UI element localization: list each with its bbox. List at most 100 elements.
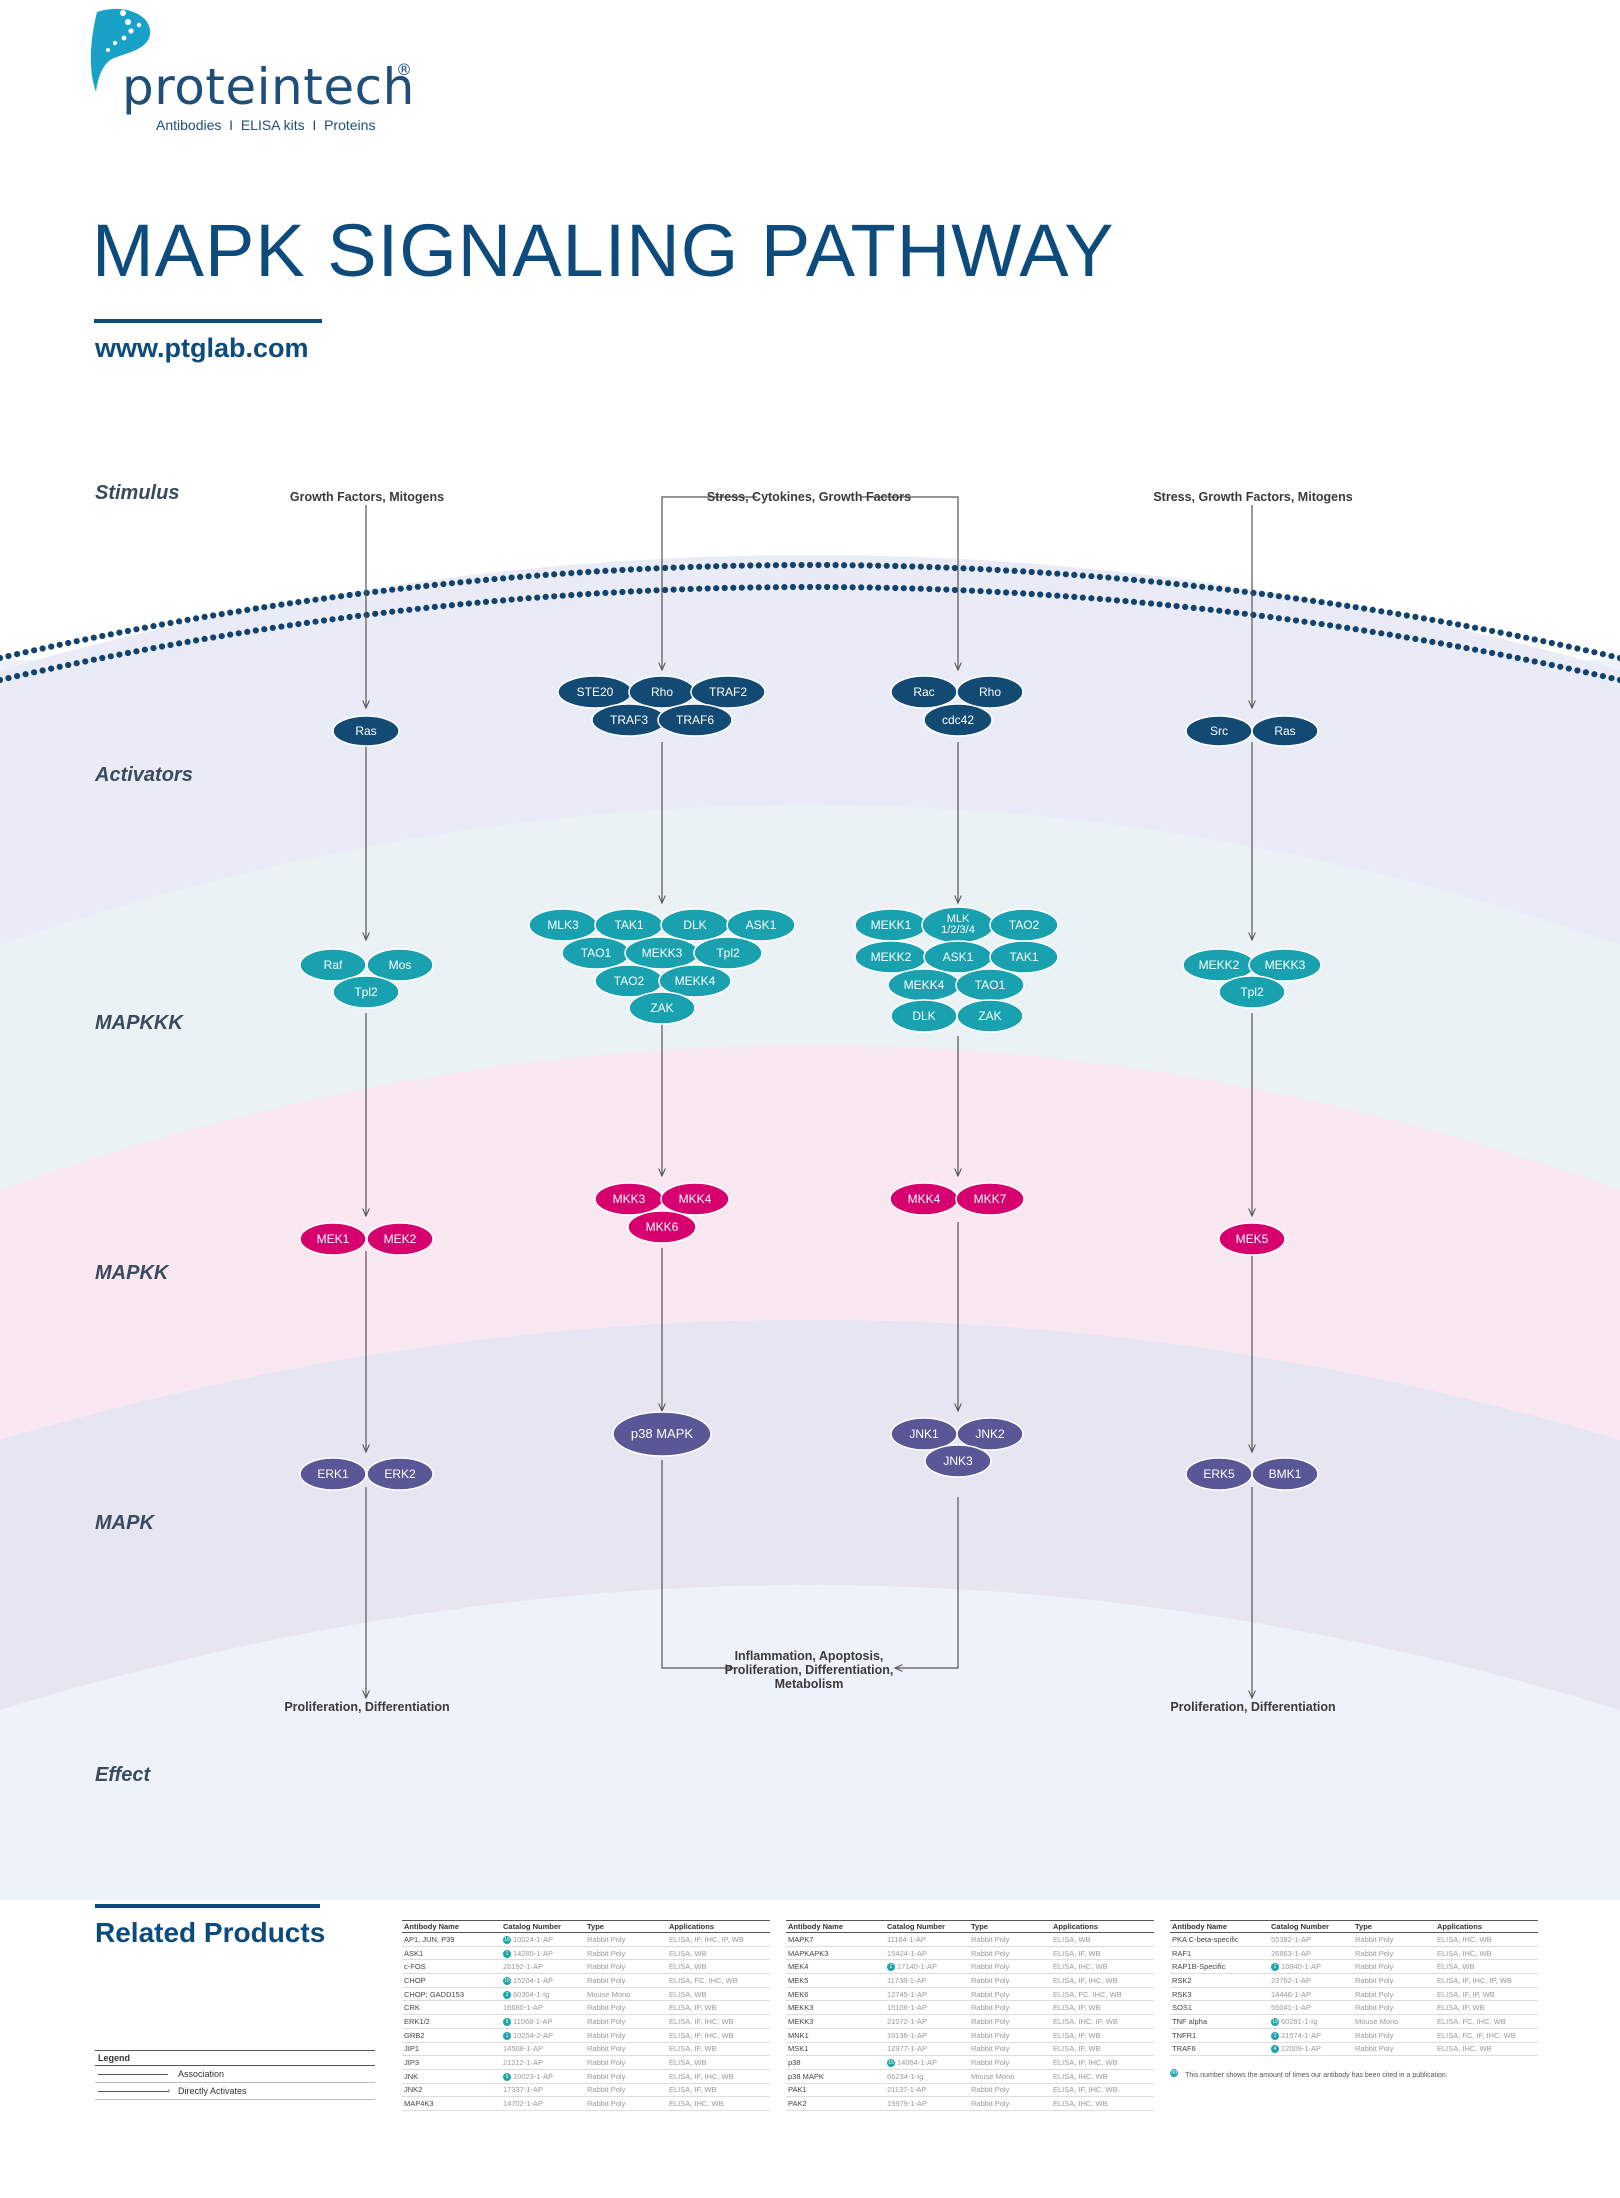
- node-mkk7-shape[interactable]: [955, 1182, 1025, 1216]
- catalog-number[interactable]: 60291-1-Ig: [1281, 2016, 1318, 2026]
- catalog-number[interactable]: 10254-2-AP: [513, 2030, 554, 2040]
- catalog-number[interactable]: 10023-1-AP: [513, 2071, 554, 2081]
- node-zaka-shape[interactable]: [628, 991, 696, 1025]
- node-ask1a-shape[interactable]: [726, 908, 796, 942]
- catalog-number[interactable]: 11164-1-AP: [887, 1934, 926, 1944]
- node-tpl2b-shape[interactable]: [693, 936, 763, 970]
- catalog-number[interactable]: 21137-1-AP: [887, 2085, 927, 2095]
- catalog-number[interactable]: 17140-1-AP: [897, 1962, 938, 1972]
- catalog-number[interactable]: 15424-1-AP: [887, 1948, 928, 1958]
- catalog-number[interactable]: 19979-1-AP: [887, 2099, 928, 2109]
- node-jnk2-shape[interactable]: [956, 1417, 1024, 1451]
- node-mek5-shape[interactable]: [1218, 1222, 1286, 1256]
- node-zakb-shape[interactable]: [956, 999, 1024, 1033]
- catalog-number[interactable]: 10024-1-AP: [513, 1934, 554, 1944]
- node-mekk3b-shape[interactable]: [1248, 948, 1322, 982]
- node-tpl2c-shape[interactable]: [1218, 975, 1286, 1009]
- node-mek2-shape[interactable]: [366, 1222, 434, 1256]
- catalog-number[interactable]: 14285-1-AP: [513, 1948, 554, 1958]
- catalog-number[interactable]: 21212-1-AP: [503, 2058, 544, 2068]
- catalog-number[interactable]: 11068-1-AP: [513, 2016, 553, 2026]
- catalog-number[interactable]: 26863-1-AP: [1271, 1948, 1312, 1958]
- catalog-number[interactable]: 26192-1-AP: [503, 1962, 544, 1972]
- node-raf-shape[interactable]: [299, 948, 367, 982]
- node-traf6-shape[interactable]: [657, 703, 733, 737]
- catalog-number[interactable]: 12009-1-AP: [1281, 2044, 1322, 2054]
- catalog-number[interactable]: 14702-1-AP: [503, 2099, 544, 2109]
- catalog-number[interactable]: 14508-1-AP: [503, 2044, 544, 2054]
- catalog-number[interactable]: 16680-1-AP: [503, 2003, 544, 2013]
- catalog-number[interactable]: 21072-1-AP: [887, 2016, 928, 2026]
- node-bmk1-shape[interactable]: [1251, 1457, 1319, 1491]
- catalog-number[interactable]: 55041-1-AP: [1271, 2003, 1312, 2013]
- node-cdc42-shape[interactable]: [923, 703, 993, 737]
- node-jnk3-shape[interactable]: [924, 1444, 992, 1478]
- website-link[interactable]: www.ptglab.com: [95, 333, 309, 363]
- node-ras2-shape[interactable]: [1251, 715, 1319, 747]
- node-tak1b-shape[interactable]: [989, 940, 1059, 974]
- node-rho2-shape[interactable]: [956, 675, 1024, 709]
- catalog-number[interactable]: 55382-1-AP: [1271, 1934, 1312, 1944]
- catalog-number[interactable]: 15204-1-AP: [513, 1975, 554, 1985]
- catalog-number[interactable]: 21574-1-AP: [1281, 2030, 1322, 2040]
- catalog-number[interactable]: 10136-1-AP: [887, 2030, 928, 2040]
- node-mekk4a-shape[interactable]: [658, 964, 732, 998]
- node-traf2-shape[interactable]: [690, 675, 766, 709]
- catalog-number[interactable]: 66234-1-Ig: [887, 2071, 924, 2081]
- catalog-number[interactable]: 12977-1-AP: [887, 2044, 928, 2054]
- catalog-number[interactable]: 10840-1-AP: [1281, 1962, 1322, 1972]
- node-mek1-shape[interactable]: [299, 1222, 367, 1256]
- node-erk1-shape[interactable]: [299, 1457, 367, 1491]
- node-erk2-shape[interactable]: [366, 1457, 434, 1491]
- node-ras1-shape[interactable]: [332, 715, 400, 747]
- node-tpl2a-shape[interactable]: [332, 975, 400, 1009]
- node-p38-shape[interactable]: [612, 1411, 712, 1457]
- node-mkk6-shape[interactable]: [627, 1210, 697, 1244]
- catalog-number[interactable]: 60304-1-Ig: [513, 1989, 550, 1999]
- catalog-number[interactable]: 11738-1-AP: [887, 1975, 927, 1985]
- catalog-number[interactable]: 15106-1-AP: [887, 2003, 928, 2013]
- catalog-number[interactable]: 14064-1-AP: [897, 2058, 938, 2068]
- catalog-number[interactable]: 23762-1-AP: [1271, 1975, 1312, 1985]
- catalog-number[interactable]: 14446-1-AP: [1271, 1989, 1312, 1999]
- node-mkk4a-shape[interactable]: [660, 1182, 730, 1216]
- node-mos-shape[interactable]: [366, 948, 434, 982]
- catalog-number[interactable]: 12745-1-AP: [887, 1989, 928, 1999]
- catalog-number[interactable]: 17337-1-AP: [503, 2085, 544, 2095]
